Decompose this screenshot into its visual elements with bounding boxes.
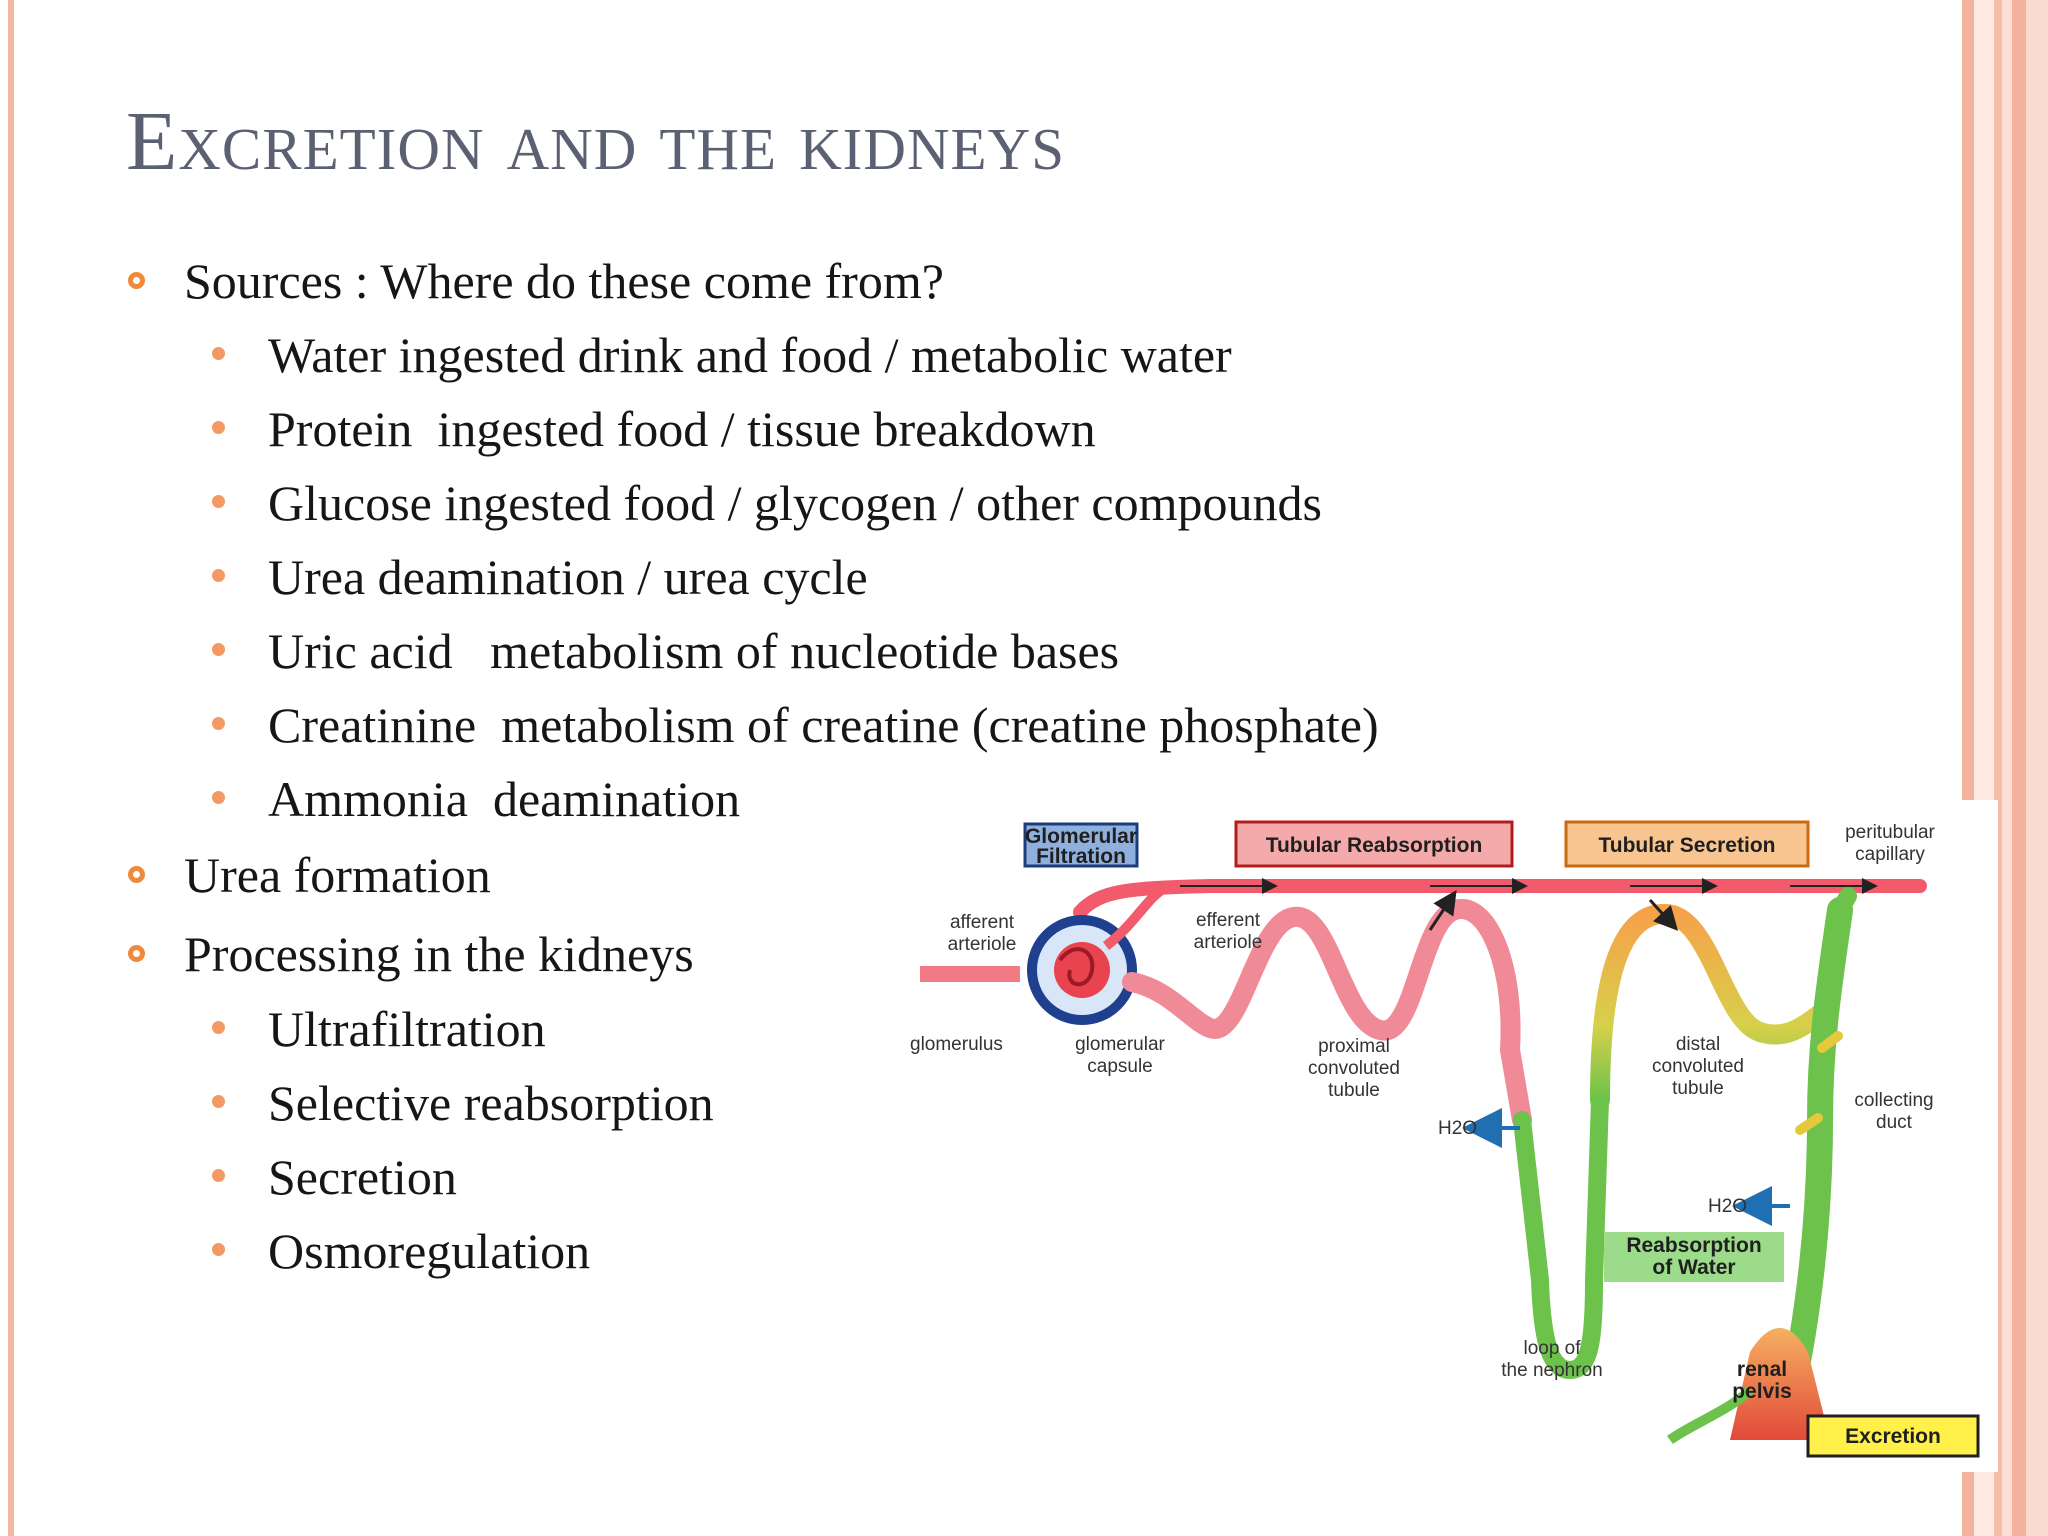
svg-text:tubule: tubule — [1328, 1080, 1380, 1101]
water-label-proximal: H2O — [1438, 1118, 1477, 1139]
afferent-arteriole-label: afferent arteriole — [948, 912, 1017, 955]
bullet-dot-icon — [212, 1021, 225, 1034]
reabsorption-of-water-header: Reabsorption of Water — [1604, 1232, 1784, 1282]
collecting-duct-tip — [1831, 887, 1857, 919]
bullet-dot-icon — [212, 717, 225, 730]
svg-text:Filtration: Filtration — [1036, 845, 1126, 868]
bullet-dot-icon — [212, 643, 225, 656]
svg-text:afferent: afferent — [950, 912, 1015, 933]
svg-text:convoluted: convoluted — [1308, 1058, 1400, 1079]
bullet-dot-icon — [212, 1243, 225, 1256]
reabsorption-arrow — [1428, 890, 1457, 931]
svg-text:Excretion: Excretion — [1845, 1425, 1941, 1448]
bullet-dot-icon — [212, 1095, 225, 1108]
slide-title: Excretion and the kidneys — [126, 95, 1066, 188]
bullet-creatinine: Creatinine metabolism of creatine (creat… — [268, 697, 1379, 753]
svg-text:Tubular Reabsorption: Tubular Reabsorption — [1266, 834, 1483, 857]
svg-text:distal: distal — [1676, 1034, 1720, 1055]
svg-text:capsule: capsule — [1087, 1056, 1153, 1077]
svg-text:glomerular: glomerular — [1075, 1034, 1165, 1055]
left-border-stripe — [8, 0, 14, 1536]
bullet-urea: Urea deamination / urea cycle — [268, 549, 868, 605]
bullet-dot-icon — [212, 791, 225, 804]
svg-text:loop of: loop of — [1523, 1338, 1581, 1359]
collecting-duct-branch — [1817, 1031, 1843, 1053]
svg-text:arteriole: arteriole — [1194, 932, 1263, 953]
water-label-distal: H2O — [1708, 1196, 1747, 1217]
svg-text:duct: duct — [1876, 1112, 1913, 1133]
svg-text:Reabsorption: Reabsorption — [1626, 1234, 1761, 1257]
right-border-stripe — [2002, 0, 2012, 1536]
right-border-stripe — [1994, 0, 2002, 1536]
bullet-ring-icon — [128, 866, 145, 883]
bullet-uric-acid: Uric acid metabolism of nucleotide bases — [268, 623, 1120, 679]
bullet-dot-icon — [212, 1169, 225, 1182]
excretion-header: Excretion — [1806, 1414, 1980, 1458]
nephron-diagram: Glomerular Filtration Tubular Reabsorpti… — [910, 800, 1998, 1472]
svg-text:pelvis: pelvis — [1732, 1380, 1792, 1403]
peritubular-capillary-label: peritubular capillary — [1845, 822, 1935, 865]
svg-text:Tubular Secretion: Tubular Secretion — [1599, 834, 1776, 857]
bullet-secretion: Secretion — [268, 1149, 457, 1205]
svg-text:tubule: tubule — [1672, 1078, 1724, 1099]
tubular-secretion-header: Tubular Secretion — [1564, 820, 1810, 868]
renal-pelvis — [1730, 1328, 1830, 1440]
svg-text:proximal: proximal — [1318, 1036, 1390, 1057]
bullet-ring-icon — [128, 272, 145, 289]
bullet-dot-icon — [212, 495, 225, 508]
distal-tubule-label: distal convoluted tubule — [1652, 1034, 1744, 1099]
bullet-urea-formation: Urea formation — [184, 847, 491, 903]
bullet-selective-reabsorption: Selective reabsorption — [268, 1075, 714, 1131]
bullet-water: Water ingested drink and food / metaboli… — [268, 327, 1232, 383]
svg-text:capillary: capillary — [1855, 844, 1925, 865]
glomerular-filtration-header: Glomerular Filtration — [1023, 822, 1139, 868]
svg-text:arteriole: arteriole — [948, 934, 1017, 955]
glomerulus-label: glomerulus — [910, 1034, 1003, 1055]
svg-text:renal: renal — [1737, 1358, 1787, 1381]
tubular-reabsorption-header: Tubular Reabsorption — [1234, 820, 1514, 868]
bullet-glucose: Glucose ingested food / glycogen / other… — [268, 475, 1322, 531]
right-border-stripe — [2012, 0, 2026, 1536]
distal-convoluted-tubule — [1590, 904, 1836, 1110]
svg-text:peritubular: peritubular — [1845, 822, 1935, 843]
renal-pelvis-label: renal pelvis — [1732, 1358, 1792, 1403]
bullet-osmoregulation: Osmoregulation — [268, 1223, 591, 1279]
proximal-tubule-label: proximal convoluted tubule — [1308, 1036, 1400, 1101]
glomerular-capsule-label: glomerular capsule — [1075, 1034, 1165, 1077]
proximal-convoluted-tubule — [1122, 899, 1532, 1130]
svg-text:the nephron: the nephron — [1501, 1360, 1602, 1381]
svg-text:of Water: of Water — [1652, 1256, 1735, 1279]
svg-text:Glomerular: Glomerular — [1025, 825, 1137, 848]
secretion-arrow — [1648, 898, 1679, 931]
bullet-dot-icon — [212, 569, 225, 582]
efferent-arteriole-label: efferent arteriole — [1194, 910, 1263, 953]
svg-text:convoluted: convoluted — [1652, 1056, 1744, 1077]
bullet-sources: Sources : Where do these come from? — [184, 253, 944, 309]
bullet-processing: Processing in the kidneys — [184, 926, 694, 982]
loop-of-nephron — [1513, 1091, 1609, 1380]
bullet-protein: Protein ingested food / tissue breakdown — [268, 401, 1096, 457]
collecting-duct-label: collecting duct — [1854, 1090, 1933, 1133]
bullet-ammonia: Ammonia deamination — [268, 771, 741, 827]
efferent-arteriole — [1102, 881, 1174, 950]
bullet-dot-icon — [212, 347, 225, 360]
bullet-dot-icon — [212, 421, 225, 434]
svg-text:efferent: efferent — [1196, 910, 1261, 931]
ureter — [1667, 1386, 1754, 1445]
loop-of-nephron-label: loop of the nephron — [1501, 1338, 1602, 1381]
svg-text:collecting: collecting — [1854, 1090, 1933, 1111]
bullet-ring-icon — [128, 945, 145, 962]
glomerulus-coil — [1058, 947, 1095, 987]
right-border-stripe — [2026, 0, 2048, 1536]
bullet-ultrafiltration: Ultrafiltration — [268, 1001, 546, 1057]
collecting-duct-branch — [1795, 1113, 1823, 1135]
glomerulus — [1054, 942, 1110, 998]
